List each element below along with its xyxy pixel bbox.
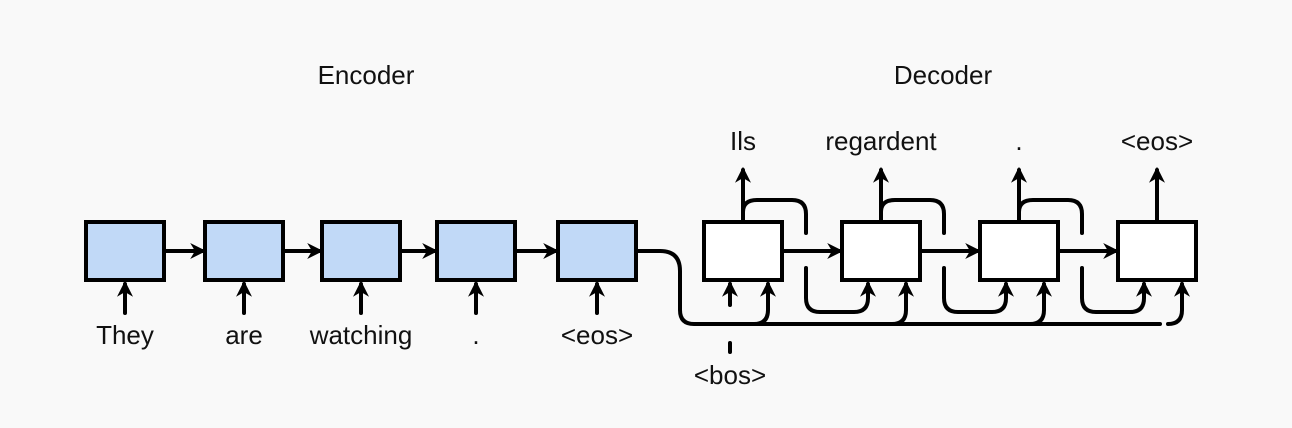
bos-token: <bos>	[694, 360, 766, 390]
encoder-input-token: They	[96, 320, 154, 350]
context-input-arrow	[1166, 280, 1190, 326]
encoder-input-token: are	[225, 320, 263, 350]
encoder-cell	[84, 220, 166, 282]
feedback-input-arrow	[942, 266, 1014, 314]
context-input-arrow	[1028, 280, 1052, 326]
encoder-input-token: <eos>	[561, 320, 633, 350]
decoder-cell	[702, 220, 784, 282]
encoder: They are watching. <eos>	[84, 220, 638, 350]
feedback-line	[741, 198, 808, 235]
decoder-title: Decoder	[894, 60, 993, 90]
decoder-cell	[1116, 220, 1198, 282]
encoder-input-token: .	[472, 320, 479, 350]
context-input-arrow	[752, 280, 776, 326]
decoder-output-token: .	[1015, 126, 1022, 156]
decoder-output-token: regardent	[825, 126, 937, 156]
feedback-line	[879, 198, 946, 235]
encoder-input-token: watching	[309, 320, 413, 350]
encoder-cell	[435, 220, 517, 282]
decoder-output-token: Ils	[730, 126, 756, 156]
decoder-cell	[840, 220, 922, 282]
feedback-input-arrow	[1080, 266, 1152, 314]
encoder-cell	[203, 220, 285, 282]
feedback-input-arrow	[804, 266, 876, 314]
encoder-cell	[556, 220, 638, 282]
encoder-cell	[320, 220, 402, 282]
context-input-arrow	[890, 280, 914, 326]
context-line	[634, 249, 1162, 326]
encoder-title: Encoder	[318, 60, 415, 90]
feedback-line	[1017, 198, 1084, 235]
decoder-cell	[978, 220, 1060, 282]
decoder-output-token: <eos>	[1121, 126, 1193, 156]
decoder: Ils regardent. <eos> <bos>	[634, 126, 1198, 390]
